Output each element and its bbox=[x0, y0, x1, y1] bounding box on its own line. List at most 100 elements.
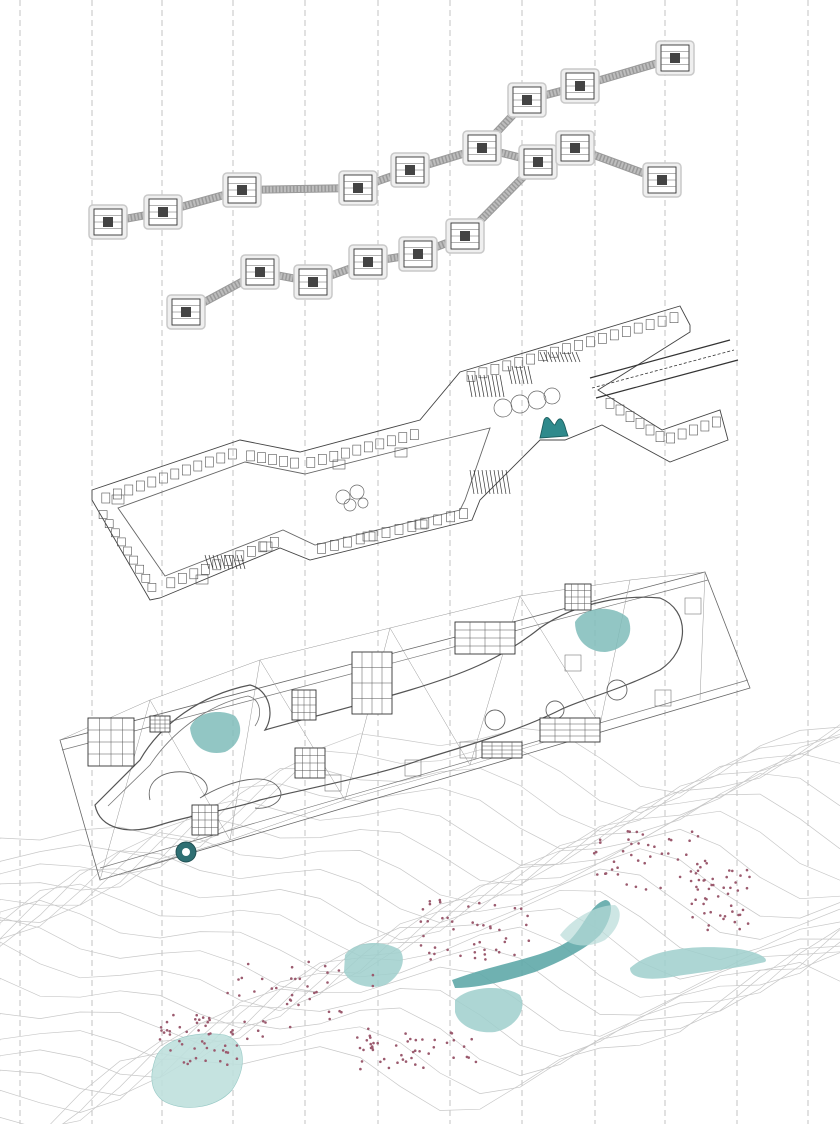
tree-dot bbox=[678, 875, 682, 879]
tree-dot bbox=[476, 923, 479, 927]
site-building bbox=[291, 689, 317, 721]
room-cell bbox=[414, 519, 428, 530]
tree-dot bbox=[422, 1066, 425, 1069]
room-cell bbox=[466, 370, 476, 382]
tree-dot bbox=[696, 862, 699, 866]
building-module bbox=[555, 130, 595, 166]
tree-dot bbox=[419, 944, 423, 947]
floorplan-room-cells bbox=[98, 312, 721, 592]
tree-dot bbox=[240, 976, 244, 980]
site-building bbox=[454, 621, 516, 655]
tree-dot bbox=[414, 1038, 418, 1042]
contour-line bbox=[0, 793, 840, 941]
tree-dot bbox=[705, 862, 708, 865]
round-pond-3 bbox=[606, 679, 628, 701]
room-cell bbox=[362, 531, 376, 542]
tree-dot bbox=[519, 907, 523, 910]
tree-dot bbox=[738, 913, 742, 917]
landscape-topography-layer bbox=[0, 724, 840, 1124]
seating-row bbox=[519, 365, 525, 385]
room-cell bbox=[147, 476, 157, 488]
tree-dot bbox=[419, 920, 423, 923]
tree-dot bbox=[630, 853, 633, 857]
tree-dot bbox=[596, 873, 599, 876]
site-building bbox=[294, 747, 326, 779]
seating-row bbox=[507, 365, 513, 385]
tree-dot bbox=[441, 916, 444, 920]
tree-dot bbox=[738, 927, 741, 931]
room-cell bbox=[433, 514, 443, 526]
floorplan-outer-outline bbox=[91, 305, 729, 601]
tree-dot bbox=[637, 842, 640, 845]
tree-dot bbox=[198, 1018, 201, 1021]
tree-dot bbox=[315, 990, 318, 994]
seating-row bbox=[559, 351, 565, 363]
room-cell bbox=[621, 326, 631, 337]
tree-dot bbox=[467, 905, 470, 908]
tree-dot bbox=[376, 1041, 380, 1045]
tree-dot bbox=[356, 1036, 359, 1039]
tree-dot bbox=[599, 841, 602, 844]
building-module bbox=[166, 294, 206, 330]
room-cell bbox=[317, 543, 326, 554]
room-cell bbox=[124, 484, 134, 496]
tree-dot bbox=[478, 901, 481, 905]
tree-dot bbox=[264, 1021, 267, 1024]
tree-dot bbox=[450, 920, 454, 923]
seating-row bbox=[483, 374, 489, 398]
tree-dot bbox=[195, 1013, 198, 1017]
tree-dot bbox=[598, 838, 602, 842]
room-cell bbox=[228, 448, 237, 460]
tree-dot bbox=[178, 1025, 182, 1029]
tree-dot bbox=[165, 1029, 169, 1032]
room-cell bbox=[574, 339, 583, 351]
tree-dot bbox=[285, 1002, 289, 1006]
tree-dot bbox=[467, 1056, 471, 1059]
contour-line bbox=[0, 729, 840, 891]
tree-dot bbox=[246, 1037, 249, 1041]
tree-dot bbox=[452, 928, 455, 931]
tree-dot bbox=[526, 914, 529, 918]
pond-center-left bbox=[344, 943, 403, 987]
seating-row bbox=[240, 554, 246, 570]
contour-line bbox=[0, 868, 840, 1012]
tree-dot bbox=[748, 875, 751, 879]
tree-dot bbox=[628, 830, 631, 833]
tree-dot bbox=[610, 868, 614, 871]
tree-dot bbox=[433, 952, 436, 956]
tree-dot bbox=[261, 1035, 265, 1038]
room-cell bbox=[170, 468, 180, 480]
contour-lines bbox=[0, 724, 840, 1124]
tree-dot bbox=[729, 904, 733, 907]
seating-row bbox=[477, 469, 483, 495]
tree-dot bbox=[741, 908, 745, 912]
room-cell bbox=[166, 577, 176, 589]
site-building bbox=[351, 651, 393, 715]
pond-east bbox=[630, 947, 766, 979]
site-building-footprints bbox=[87, 583, 601, 836]
tree-dot bbox=[206, 1020, 209, 1024]
seating-row bbox=[489, 469, 495, 495]
building-modules bbox=[88, 40, 695, 330]
tree-dot bbox=[172, 1013, 175, 1017]
contour-line bbox=[0, 946, 840, 1078]
contour-line bbox=[0, 810, 840, 957]
tree-dot bbox=[478, 940, 482, 944]
tree-dot bbox=[290, 977, 293, 980]
room-cell bbox=[657, 315, 667, 327]
tree-dot bbox=[298, 977, 302, 981]
room-cell bbox=[386, 435, 396, 447]
tree-dot bbox=[195, 1021, 199, 1025]
round-pond-1 bbox=[484, 709, 506, 731]
vertical-guide-lines bbox=[19, 0, 809, 1124]
site-plan-layer bbox=[59, 571, 751, 881]
tree-dot bbox=[482, 924, 485, 927]
tree-dot bbox=[427, 1052, 431, 1055]
site-pad bbox=[564, 654, 582, 672]
tree-dot bbox=[710, 883, 713, 887]
room-cell bbox=[147, 583, 157, 592]
site-walkway-loop bbox=[94, 596, 683, 831]
tree-dot bbox=[438, 898, 442, 902]
room-cell bbox=[562, 343, 571, 355]
room-cell bbox=[247, 545, 256, 557]
